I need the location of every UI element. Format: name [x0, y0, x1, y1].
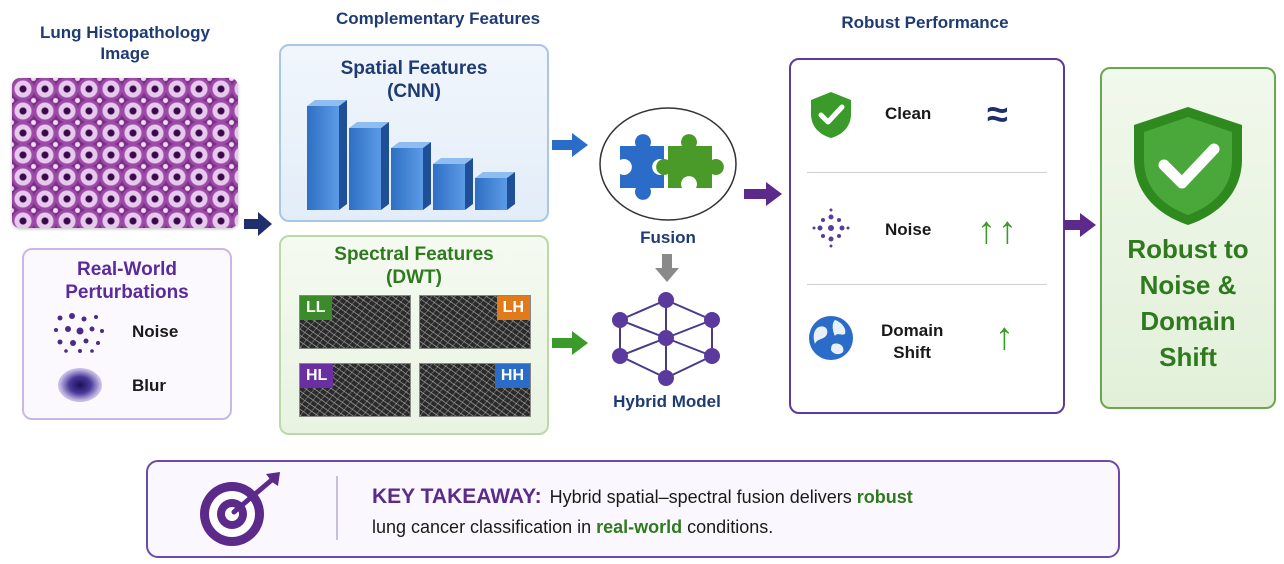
noise-dots-icon [54, 313, 104, 353]
target-icon [200, 472, 280, 546]
arrow-right-blue-icon [552, 133, 588, 157]
histopathology-image [12, 78, 238, 228]
performance-panel: Clean ≈ Noise ↑↑ Domain Shift ↑ [789, 58, 1065, 414]
perf-clean-label: Clean [885, 104, 932, 123]
spectral-subtitle: (DWT) [386, 267, 442, 288]
cnn-bars-icon [307, 100, 515, 210]
robust-statement: Robust to Noise & Domain Shift [1127, 234, 1249, 372]
shield-check-icon [1134, 107, 1242, 225]
spectral-features-panel: Spectral Features (DWT) LL LH HL HH [279, 235, 549, 435]
key-takeaway-box: KEY TAKEAWAY: Hybrid spatial–spectral fus… [146, 460, 1120, 558]
input-title: Lung Histopathology Image [40, 23, 210, 63]
divider [807, 172, 1047, 173]
fusion-label: Fusion [640, 228, 696, 247]
perturbations-title: Real-World Perturbations [65, 259, 189, 303]
takeaway-part1: Hybrid spatial–spectral fusion delivers [549, 487, 857, 507]
arrow-right-green-icon [552, 331, 588, 355]
subband-hl: HL [299, 363, 411, 417]
spatial-title: Spatial Features [340, 58, 488, 79]
takeaway-divider [336, 476, 338, 540]
arrow-right-purple-icon [744, 182, 782, 206]
arrow-down-icon [655, 254, 679, 282]
noise-dots-icon [812, 208, 850, 248]
takeaway-text: KEY TAKEAWAY: Hybrid spatial–spectral fus… [372, 482, 1092, 542]
takeaway-part3: conditions. [682, 517, 774, 537]
spectral-title: Spectral Features [334, 244, 494, 265]
perturbations-panel: Real-World Perturbations Noise Blur [22, 248, 232, 420]
robust-outcome-panel: Robust to Noise & Domain Shift [1100, 67, 1276, 409]
perf-domain-shift-label: Domain Shift [881, 321, 944, 362]
robust-performance-title: Robust Performance [841, 13, 1009, 32]
takeaway-highlight-robust: robust [856, 487, 913, 507]
shield-check-icon [811, 92, 851, 138]
globe-icon [809, 316, 853, 360]
perturbation-blur-label: Blur [132, 376, 166, 395]
hybrid-model-label: Hybrid Model [613, 392, 721, 411]
arrow-right-icon [244, 212, 272, 236]
fusion-puzzle-icon [599, 107, 737, 221]
takeaway-part2: lung cancer classification in [372, 517, 597, 537]
up-arrow-icon: ↑ [995, 316, 1014, 358]
double-up-arrow-icon: ↑↑ [977, 210, 1019, 252]
blur-icon [58, 368, 102, 402]
complementary-features-title: Complementary Features [335, 9, 541, 28]
perf-noise-label: Noise [885, 220, 932, 239]
subband-lh: LH [419, 295, 531, 349]
subband-ll: LL [299, 295, 411, 349]
subband-hh: HH [419, 363, 531, 417]
takeaway-highlight-real-world: real-world [596, 517, 683, 537]
divider [807, 284, 1047, 285]
approx-equal-icon: ≈ [987, 94, 1008, 136]
spatial-features-panel: Spatial Features (CNN) [279, 44, 549, 222]
hybrid-graph-icon [612, 292, 720, 386]
spatial-subtitle: (CNN) [387, 81, 441, 102]
perturbation-noise-label: Noise [132, 322, 179, 341]
arrow-right-purple-icon [1064, 213, 1096, 237]
takeaway-heading: KEY TAKEAWAY: [372, 485, 542, 508]
